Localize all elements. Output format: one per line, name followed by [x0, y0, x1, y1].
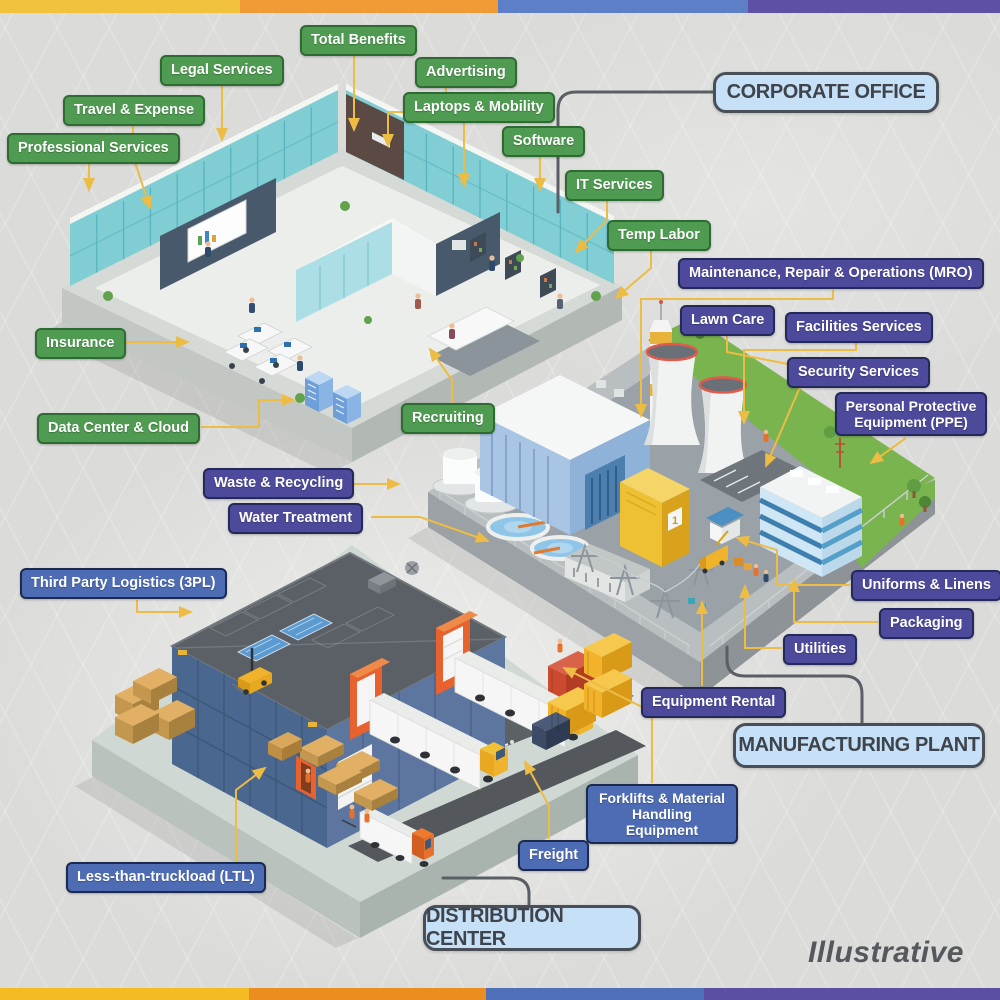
- tag-less-than-truckload: Less-than-truckload (LTL): [66, 862, 266, 893]
- tag-travel-expense: Travel & Expense: [63, 95, 206, 126]
- dark-connectors: [441, 90, 864, 906]
- tag-water-treatment: Water Treatment: [228, 503, 364, 534]
- tag-mro: Maintenance, Repair & Operations (MRO): [678, 258, 984, 289]
- bar-segment-yellow: [0, 0, 240, 13]
- tag-waste-recycling: Waste & Recycling: [203, 468, 355, 499]
- tag-recruiting: Recruiting: [401, 403, 495, 434]
- tag-freight: Freight: [518, 840, 590, 871]
- svg-text:1: 1: [672, 515, 678, 527]
- title-manufacturing-plant: MANUFACTURING PLANT: [733, 723, 985, 768]
- bar-segment-yellow: [0, 988, 249, 1000]
- tag-uniforms-linens: Uniforms & Linens: [851, 570, 1000, 601]
- tag-equipment-rental: Equipment Rental: [641, 687, 787, 718]
- plant-workers: [753, 429, 905, 582]
- tag-third-party-logistics: Third Party Logistics (3PL): [20, 568, 227, 599]
- warehouse-workers: [305, 638, 563, 828]
- tag-utilities: Utilities: [783, 634, 858, 665]
- title-corporate-office: CORPORATE OFFICE: [713, 72, 939, 113]
- tag-professional-services: Professional Services: [7, 133, 180, 164]
- pallets: [115, 668, 398, 811]
- tag-temp-labor: Temp Labor: [607, 220, 711, 251]
- tag-legal-services: Legal Services: [160, 55, 284, 86]
- tag-it-services: IT Services: [565, 170, 664, 201]
- bar-segment-blue: [498, 0, 748, 13]
- bar-segment-purple: [704, 988, 1000, 1000]
- tag-total-benefits: Total Benefits: [300, 25, 417, 56]
- tag-lawn-care: Lawn Care: [680, 305, 776, 336]
- tag-insurance: Insurance: [35, 328, 126, 359]
- tag-packaging: Packaging: [879, 608, 974, 639]
- tag-forklifts-material-handling: Forklifts & Material Handling Equipment: [586, 784, 738, 845]
- bar-segment-orange: [249, 988, 486, 1000]
- tag-data-center-cloud: Data Center & Cloud: [37, 413, 200, 444]
- tag-security-services: Security Services: [787, 357, 930, 388]
- bottom-color-bar: [0, 988, 1000, 1000]
- illustrative-note: Illustrative: [807, 936, 964, 969]
- tag-advertising: Advertising: [415, 57, 517, 88]
- containers: [532, 633, 632, 750]
- tag-laptops-mobility: Laptops & Mobility: [403, 92, 555, 123]
- title-distribution-center: DISTRIBUTION CENTER: [423, 905, 641, 951]
- bar-segment-purple: [748, 0, 1000, 13]
- tag-software: Software: [502, 126, 586, 157]
- tag-facilities-services: Facilities Services: [785, 312, 933, 343]
- tag-ppe: Personal Protective Equipment (PPE): [835, 392, 987, 437]
- forklift: [231, 648, 272, 696]
- bar-segment-blue: [486, 988, 704, 1000]
- top-color-bar: [0, 0, 1000, 13]
- bar-segment-orange: [240, 0, 498, 13]
- office-people: [205, 241, 563, 371]
